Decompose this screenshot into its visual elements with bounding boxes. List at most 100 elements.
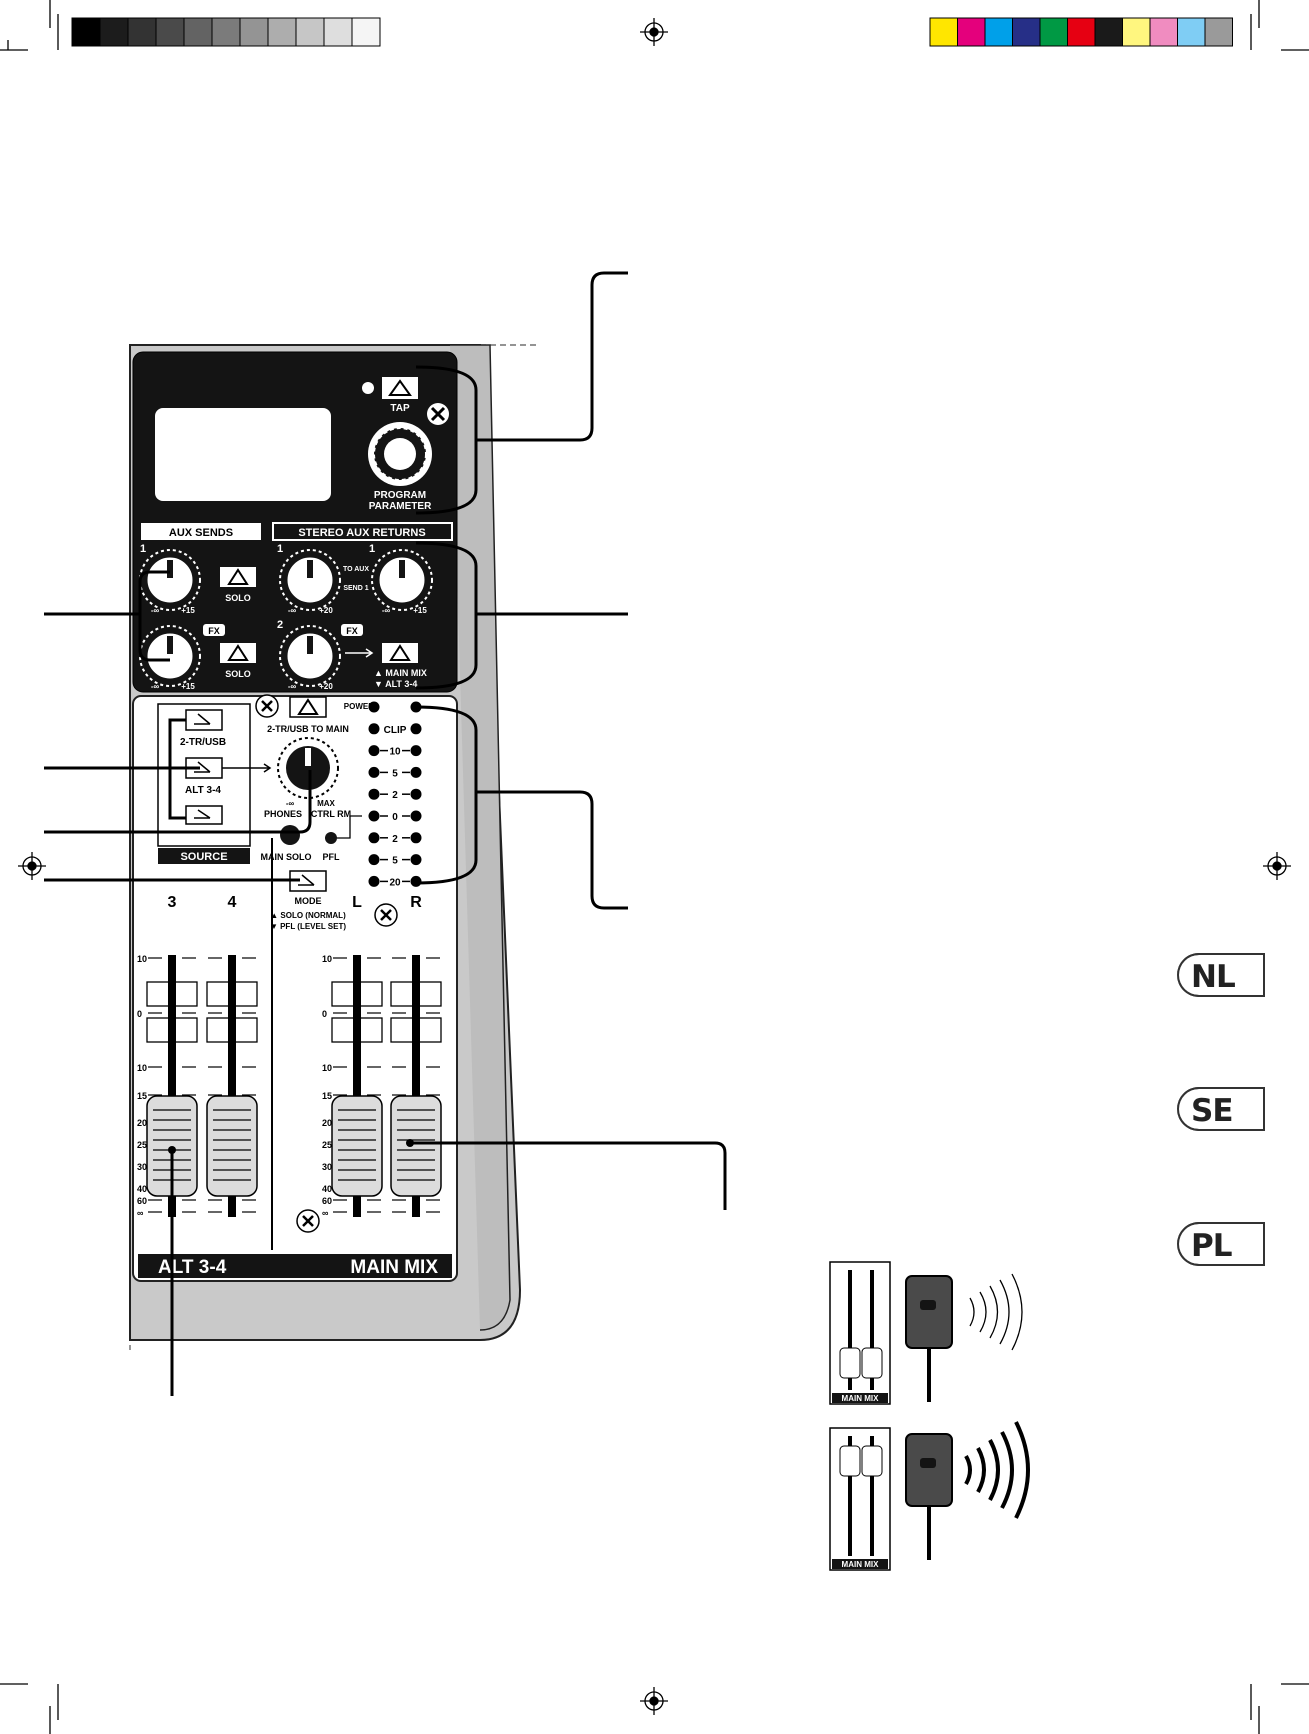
x-mark-icon: [296, 1209, 320, 1233]
scale-min: -∞: [288, 682, 297, 691]
x-mark-icon: [255, 694, 279, 718]
return-assign-button[interactable]: [382, 643, 418, 663]
program-label: PROGRAM: [374, 490, 426, 501]
lang-label: NL: [1191, 959, 1236, 995]
language-tab-pl[interactable]: PL: [1177, 1222, 1265, 1266]
fader-knob[interactable]: [390, 1095, 442, 1197]
meter-level-label: 5: [392, 768, 398, 779]
meter-level-label: 5: [392, 856, 398, 867]
fx-solo-button[interactable]: [220, 643, 256, 663]
scale-min: -∞: [288, 606, 297, 615]
fader-scale-label: 30: [137, 1162, 147, 1172]
meter-led-right: [410, 832, 422, 844]
fader-scale-label: 10: [137, 954, 147, 964]
fader-scale-label: ∞: [322, 1208, 329, 1218]
pfl-label: PFL: [323, 852, 341, 862]
meter-led-left: [368, 723, 380, 735]
lang-label: PL: [1191, 1228, 1232, 1264]
mini-panel-label: MAIN MIX: [842, 1394, 880, 1403]
x-mark-icon: [374, 903, 398, 927]
fader-scale-label: 0: [137, 1009, 142, 1019]
channel-3-label: 3: [168, 894, 177, 911]
phones-ctrl-room-knob[interactable]: [277, 737, 339, 799]
scale-max: +15: [181, 682, 195, 691]
aux-solo-button[interactable]: [220, 567, 256, 587]
mini-panel-label: MAIN MIX: [842, 1560, 880, 1569]
phones-label: PHONES: [264, 809, 302, 819]
meter-led-left: [368, 788, 380, 800]
return-to-aux-send-knob[interactable]: [371, 549, 433, 611]
aux-send-fx-knob[interactable]: [139, 625, 201, 687]
meter-led-left: [368, 854, 380, 866]
fader-scale-label: 40: [137, 1184, 147, 1194]
source-title: SOURCE: [180, 851, 227, 863]
stereo-aux-returns-title: STEREO AUX RETURNS: [298, 527, 425, 539]
meter-level-label: 20: [389, 877, 401, 888]
gray-swatch: [295, 17, 325, 47]
scale-max: +15: [181, 606, 195, 615]
return-number: 1: [369, 543, 375, 555]
scale-max: +20: [319, 682, 333, 691]
meter-level-label: 2: [392, 790, 398, 801]
scale-max: +15: [413, 606, 427, 615]
parameter-label: PARAMETER: [369, 501, 432, 512]
meter-led-right: [410, 810, 422, 822]
color-swatch: [984, 17, 1013, 47]
meter-led-right: [410, 766, 422, 778]
tap-label: TAP: [390, 403, 410, 414]
2tr-to-main-label: 2-TR/USB TO MAIN: [267, 724, 349, 734]
source-btn-label: 2-TR/USB: [180, 737, 226, 748]
fader-scale-label: 60: [322, 1196, 332, 1206]
fader-scale-label: 10: [322, 1063, 332, 1073]
2tr-to-main-button[interactable]: [289, 696, 327, 718]
meter-led-right: [410, 788, 422, 800]
fader-scale-label: 25: [322, 1140, 332, 1150]
source-main-button[interactable]: [185, 805, 223, 825]
fader-knob[interactable]: [331, 1095, 383, 1197]
gray-swatch: [239, 17, 269, 47]
main-solo-label: MAIN SOLO: [261, 852, 312, 862]
fader-scale-label: 20: [137, 1118, 147, 1128]
fader-knob[interactable]: [206, 1095, 258, 1197]
language-tab-se[interactable]: SE: [1177, 1087, 1265, 1131]
scale-max: +20: [319, 606, 333, 615]
meter-right-label: R: [410, 894, 422, 911]
to-aux-label: TO AUX: [343, 566, 369, 573]
knob-max: MAX: [317, 799, 335, 808]
color-swatch: [1204, 17, 1233, 47]
program-knob[interactable]: [368, 422, 432, 486]
mode-up-label: ▲ SOLO (NORMAL): [270, 911, 346, 920]
meter-led-left: [368, 832, 380, 844]
meter-led-left: [368, 701, 380, 713]
language-tab-nl[interactable]: NL: [1177, 953, 1265, 997]
tap-button[interactable]: [382, 377, 418, 399]
aux-send-1-knob[interactable]: [139, 549, 201, 611]
meter-led-left: [368, 766, 380, 778]
tap-led: [362, 382, 374, 394]
gray-swatch: [351, 17, 381, 47]
main-solo-led: [280, 825, 300, 845]
fader-track: [228, 955, 236, 1217]
color-swatch: [929, 17, 958, 47]
aux-sends-title: AUX SENDS: [169, 527, 233, 539]
mini-fader-panel-high: MAIN MIX: [829, 1427, 891, 1571]
fader-track: [353, 955, 361, 1217]
power-label: POWER: [344, 702, 374, 711]
x-mark-icon: [427, 403, 449, 425]
gray-swatch: [99, 17, 129, 47]
callout-lines: [44, 271, 727, 1396]
scale-min: -∞: [151, 606, 160, 615]
return-number: 2: [277, 619, 283, 631]
mode-down-label: ▼ PFL (LEVEL SET): [270, 922, 346, 931]
channel-4-label: 4: [228, 894, 237, 911]
fader-scale-label: 60: [137, 1196, 147, 1206]
color-swatch: [1067, 17, 1096, 47]
fader-scale-label: 40: [322, 1184, 332, 1194]
alt34-strip-label: ALT 3-4: [158, 1257, 227, 1278]
stereo-return-1-knob[interactable]: [279, 549, 341, 611]
stereo-return-2-knob[interactable]: [279, 625, 341, 687]
